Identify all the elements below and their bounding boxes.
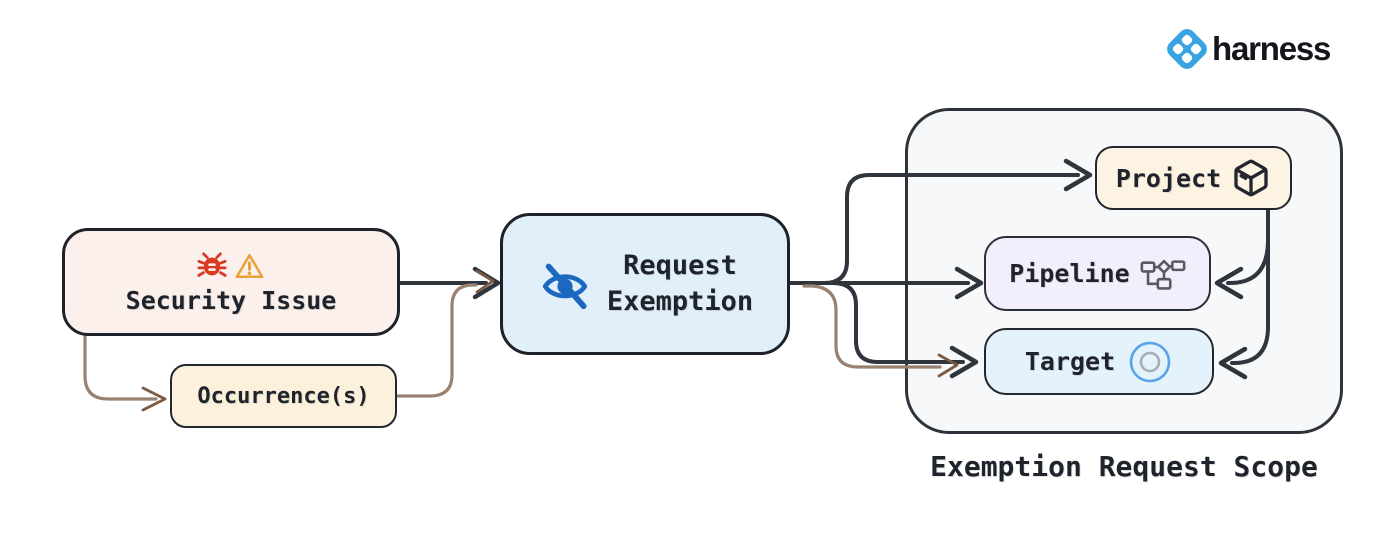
occurrence-label: Occurrence(s) bbox=[197, 383, 370, 409]
pipeline-label: Pipeline bbox=[1009, 259, 1130, 288]
target-circles-icon bbox=[1129, 341, 1171, 382]
harness-diamond-icon bbox=[1167, 29, 1207, 69]
arrowhead-into-target-left bbox=[949, 345, 979, 379]
package-icon bbox=[1234, 159, 1268, 197]
project-label: Project bbox=[1115, 163, 1222, 193]
security-issue-label: Security Issue bbox=[125, 285, 337, 315]
node-occurrence: Occurrence(s) bbox=[170, 364, 397, 428]
node-pipeline: Pipeline bbox=[984, 236, 1211, 311]
scope-group-label: Exemption Request Scope bbox=[930, 450, 1318, 483]
warning-triangle-icon bbox=[235, 253, 264, 278]
brown-arrowhead-into-target bbox=[937, 353, 959, 378]
edge-occurrence-to-target bbox=[802, 284, 942, 369]
arrowhead-into-project bbox=[1063, 158, 1093, 192]
harness-wordmark: harness bbox=[1212, 30, 1331, 67]
security-issue-icons bbox=[197, 250, 265, 282]
node-security-issue: Security Issue bbox=[62, 228, 400, 336]
request-exemption-label: Request Exemption bbox=[606, 250, 754, 317]
edge-occurrence-to-request bbox=[395, 283, 478, 398]
brown-arrowhead-into-occurrence bbox=[141, 386, 167, 412]
edge-project-to-target bbox=[1230, 238, 1270, 365]
arrowhead-into-pipeline-left bbox=[954, 266, 984, 300]
node-request-exemption: Request Exemption bbox=[500, 213, 790, 355]
pipeline-flowchart-icon bbox=[1140, 259, 1186, 290]
eye-off-icon bbox=[542, 263, 588, 310]
edge-request-to-target bbox=[788, 281, 965, 364]
bug-icon bbox=[197, 251, 227, 277]
harness-logo: harness bbox=[1166, 28, 1331, 70]
edge-security-to-occurrence bbox=[83, 335, 158, 401]
node-target: Target bbox=[984, 328, 1214, 395]
arrowhead-into-target-right bbox=[1218, 346, 1248, 380]
brown-arrowhead-into-request bbox=[475, 269, 495, 294]
arrowhead-into-pipeline-right bbox=[1214, 266, 1244, 300]
node-project: Project bbox=[1095, 146, 1292, 210]
target-label: Target bbox=[1024, 347, 1116, 376]
